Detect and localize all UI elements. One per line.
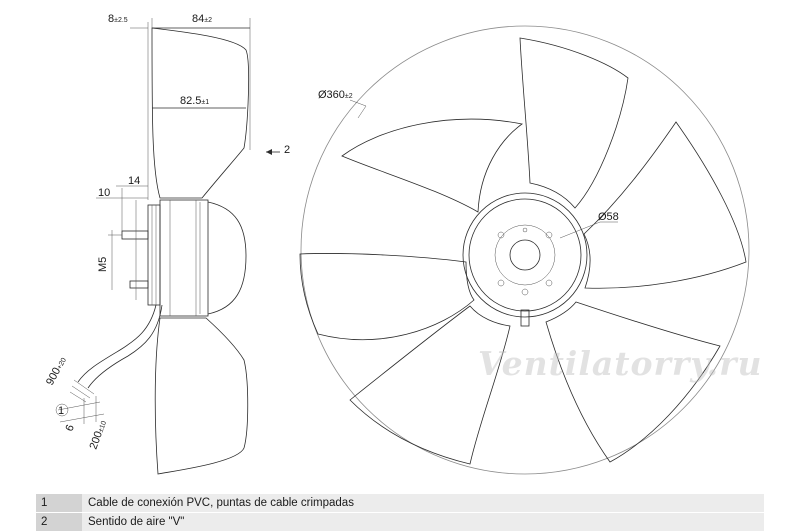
watermark: Ventilatorry.ru xyxy=(478,344,763,383)
thread-m5: M5 xyxy=(97,257,109,272)
hub-bolts xyxy=(497,227,553,296)
outer-circle xyxy=(300,25,750,475)
dim-360: Ø360±2 xyxy=(318,89,353,101)
motor-dome xyxy=(207,201,247,315)
motor-flange xyxy=(147,204,161,306)
dim-58: Ø58 xyxy=(598,211,619,223)
dim-14: 14 xyxy=(128,175,140,187)
front-view: Ø360±2 Ø58 xyxy=(299,25,750,475)
legend-number: 1 xyxy=(36,494,82,512)
fan-blade-2 xyxy=(519,37,629,209)
fan-blade-3 xyxy=(583,121,747,289)
legend-row: 2 Sentido de aire "V" xyxy=(36,513,764,531)
mounting-stud-upper xyxy=(121,230,149,240)
mounting-stud-lower xyxy=(129,280,149,289)
dim-82-5: 82.5±1 xyxy=(180,95,209,107)
legend-number: 2 xyxy=(36,513,82,531)
dim-200: 200±10 xyxy=(88,419,110,451)
dim-10: 10 xyxy=(98,187,110,199)
dim-8: 8±2.5 xyxy=(108,13,128,25)
legend-description: Sentido de aire "V" xyxy=(82,513,764,531)
legend-description: Cable de conexión PVC, puntas de cable c… xyxy=(82,494,764,512)
hub-outer xyxy=(462,192,588,318)
dim-84: 84±2 xyxy=(192,13,212,25)
legend-row: 1 Cable de conexión PVC, puntas de cable… xyxy=(36,494,764,512)
fan-technical-drawing: 8±2.5 84±2 82.5±1 2 14 10 M5 900+20 1 6 … xyxy=(44,13,750,475)
side-view: 8±2.5 84±2 82.5±1 2 14 10 M5 900+20 1 6 … xyxy=(44,13,290,475)
legend-table: 1 Cable de conexión PVC, puntas de cable… xyxy=(36,494,764,531)
fan-blade-6 xyxy=(299,253,475,340)
dim-900: 900+20 xyxy=(44,355,69,387)
fan-blade-1 xyxy=(341,118,523,213)
motor-body xyxy=(159,199,209,317)
fan-blade-4 xyxy=(545,301,721,463)
fan-blade-5 xyxy=(349,305,511,465)
lower-blade-profile xyxy=(154,317,249,475)
dim-6: 6 xyxy=(64,423,77,433)
airflow-label: 2 xyxy=(284,144,290,156)
callout-1: 1 xyxy=(58,405,64,417)
upper-blade-profile xyxy=(151,27,250,199)
cable-gland xyxy=(520,309,530,327)
cable xyxy=(77,304,157,383)
